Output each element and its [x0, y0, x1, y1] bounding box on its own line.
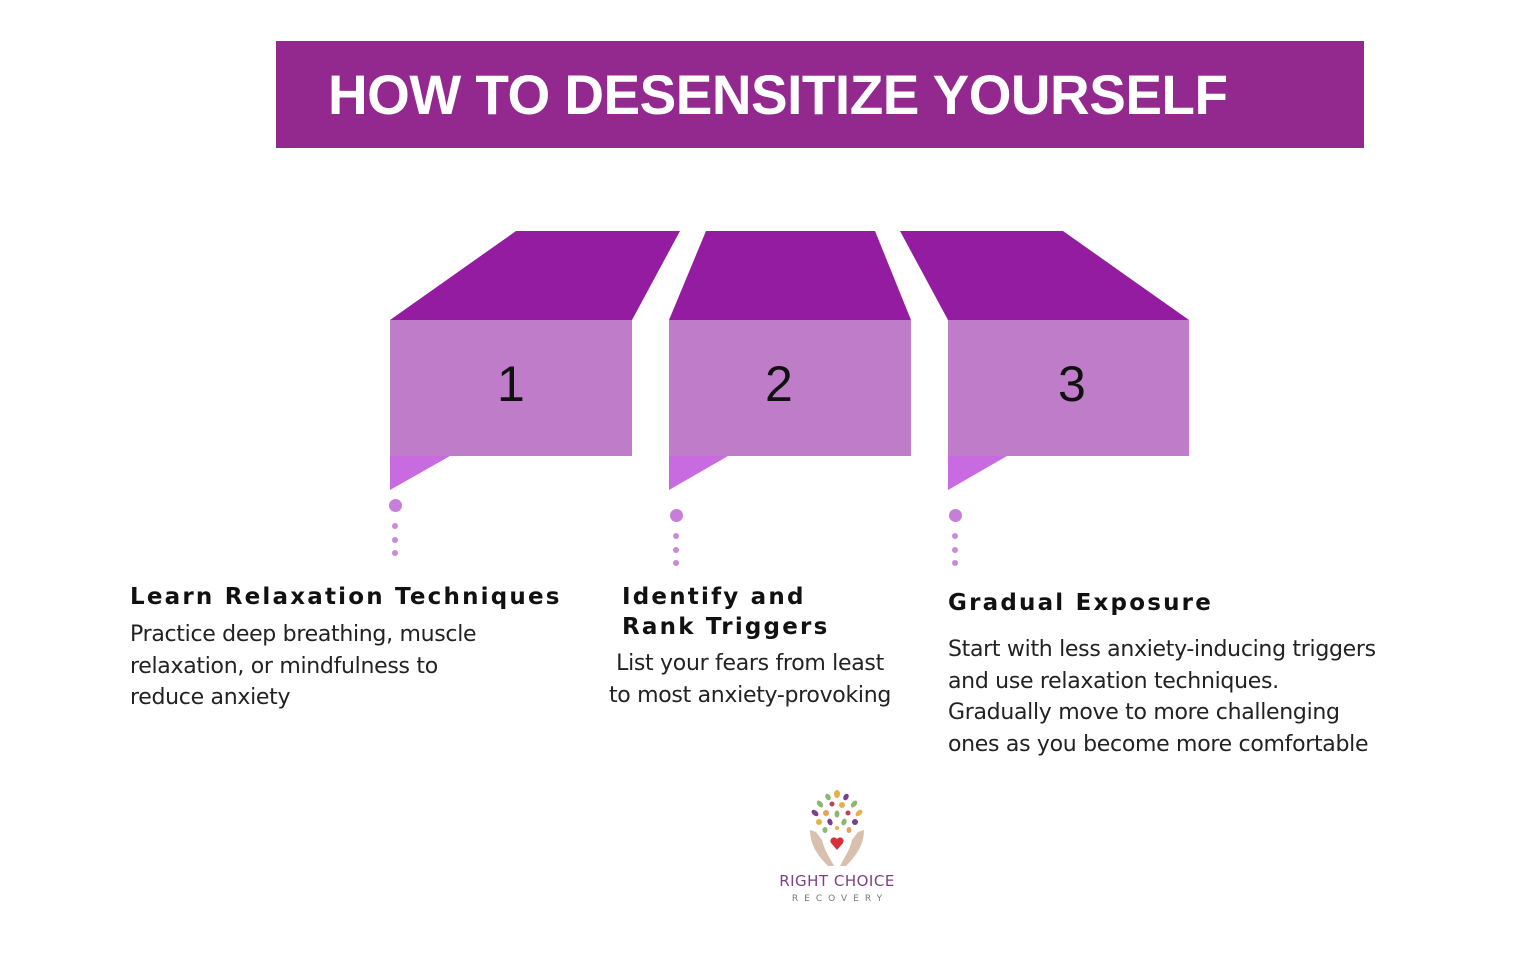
- dot-icon: [670, 509, 683, 522]
- dot-icon: [392, 550, 398, 556]
- step-3-heading: Gradual Exposure: [948, 590, 1214, 616]
- dot-icon: [389, 499, 402, 512]
- step-box-1-front: [390, 320, 632, 456]
- dot-icon: [952, 533, 958, 539]
- logo-name: RIGHT CHOICE: [779, 872, 895, 890]
- step-number-2: 2: [765, 356, 793, 412]
- step-1-heading: Learn Relaxation Techniques: [130, 584, 562, 610]
- step-3-description: Start with less anxiety-inducing trigger…: [948, 637, 1376, 757]
- step-1-description: Practice deep breathing, muscle relaxati…: [130, 622, 477, 710]
- title-banner: HOW TO DESENSITIZE YOURSELF: [276, 41, 1364, 148]
- logo: RIGHT CHOICE RECOVERY: [770, 788, 904, 904]
- step-number-1: 1: [497, 356, 525, 412]
- step-box-1-top: [390, 231, 680, 320]
- dot-icon: [952, 547, 958, 553]
- dot-icon: [673, 547, 679, 553]
- step-box-3-top: [900, 231, 1189, 320]
- step-box-3: [900, 231, 1189, 490]
- step-number-3: 3: [1058, 356, 1086, 412]
- step-box-2: [669, 231, 911, 490]
- dot-icon: [673, 533, 679, 539]
- step-2-description: List your fears from least to most anxie…: [608, 651, 892, 708]
- dot-icon: [673, 560, 679, 566]
- step-box-3-front: [948, 320, 1189, 456]
- step-box-1-tab: [390, 456, 450, 490]
- dot-icon: [952, 560, 958, 566]
- dot-icon: [949, 509, 962, 522]
- step-box-1: [390, 231, 680, 490]
- step-box-2-front: [669, 320, 911, 456]
- dot-icon: [392, 523, 398, 529]
- step-box-3-tab: [948, 456, 1007, 490]
- tree-hands-heart-icon: [810, 790, 864, 866]
- step-2-heading: Identify and Rank Triggers: [622, 584, 830, 640]
- page-title: HOW TO DESENSITIZE YOURSELF: [328, 63, 1228, 126]
- logo-subtitle: RECOVERY: [791, 894, 889, 904]
- step-box-2-tab: [669, 456, 728, 490]
- step-box-2-top: [669, 231, 911, 320]
- dot-icon: [392, 537, 398, 543]
